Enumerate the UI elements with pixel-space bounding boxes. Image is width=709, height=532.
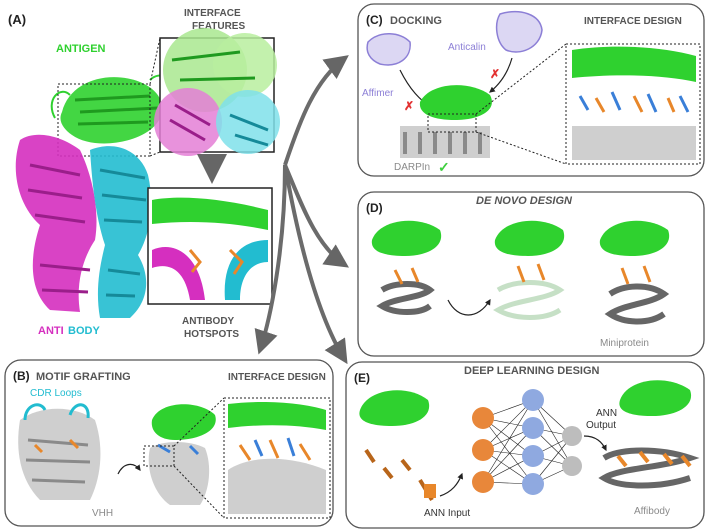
panel-b-zoom-box	[143, 445, 175, 467]
ann-output-label-1: ANN	[596, 408, 617, 419]
panel-e-output-arrow	[583, 435, 607, 452]
hidden-node-1	[522, 389, 544, 411]
neural-network	[472, 389, 582, 495]
antibody-hotspots-label-1: ANTIBODY	[182, 316, 235, 327]
antibody-hotspots-label-2: HOTSPOTS	[184, 329, 239, 340]
body-label: BODY	[68, 325, 100, 337]
hidden-node-2	[522, 417, 544, 439]
affimer-label: Affimer	[362, 88, 394, 99]
affimer-structure	[366, 33, 411, 66]
interface-features-inset	[154, 28, 280, 156]
ann-output-label-2: Output	[586, 420, 616, 431]
cross-icon-affimer: ✗	[404, 99, 414, 113]
panel-d-letter: (D)	[366, 201, 383, 215]
arrow-to-e	[283, 164, 348, 365]
panel-b-design-inset	[223, 397, 331, 519]
vhh-label: VHH	[92, 508, 113, 519]
darpin-antigen-complex	[400, 85, 492, 158]
vhh-antigen-complex	[148, 404, 216, 505]
affibody-structure	[598, 380, 700, 489]
interface-features-label-1: INTERFACE	[184, 8, 241, 19]
panel-b-title: MOTIF GRAFTING	[36, 371, 131, 383]
panel-c: (C) DOCKING INTERFACE DESIGN Affimer ✗ A…	[357, 3, 705, 177]
panel-b-curved-arrow	[117, 463, 141, 475]
panel-c-design-label: INTERFACE DESIGN	[584, 16, 682, 27]
panel-a-letter: (A)	[8, 12, 26, 27]
anticalin-structure	[495, 10, 543, 53]
panel-e-letter: (E)	[354, 371, 370, 385]
antigen-structure	[50, 74, 170, 144]
arrow-to-b	[254, 164, 287, 355]
antibody-hotspots-inset	[147, 187, 273, 305]
panel-d-title: DE NOVO DESIGN	[476, 195, 573, 207]
hidden-node-3	[522, 445, 544, 467]
panel-c-title: DOCKING	[390, 15, 442, 27]
anticalin-label: Anticalin	[448, 42, 486, 53]
panel-b-letter: (B)	[13, 369, 30, 383]
arrow-to-d	[283, 164, 349, 268]
panel-b: (B) MOTIF GRAFTING CDR Loops INTERFACE D…	[4, 359, 334, 527]
panel-d: (D) DE NOVO DESIGN Miniprotein	[357, 191, 705, 357]
denovo-step-3	[599, 220, 670, 325]
input-node-3	[472, 471, 494, 493]
panel-c-letter: (C)	[366, 13, 383, 27]
panel-e: (E) DEEP LEARNING DESIGN ANN Input	[345, 361, 705, 529]
deep-learning-antigen-input	[359, 390, 436, 502]
anti-label: ANTI	[38, 325, 64, 337]
input-node-1	[472, 407, 494, 429]
antigen-label: ANTIGEN	[56, 43, 106, 55]
antibody-structure	[15, 134, 152, 318]
denovo-step-1	[371, 220, 442, 315]
denovo-step-2	[493, 220, 565, 320]
affibody-label: Affibody	[634, 506, 670, 517]
panel-c-zoom-box	[427, 113, 477, 133]
output-node-2	[562, 456, 582, 476]
cross-icon-anticalin: ✗	[490, 67, 500, 81]
input-node-2	[472, 439, 494, 461]
cdr-loops-label: CDR Loops	[30, 388, 82, 399]
panel-d-frame	[357, 191, 705, 357]
panel-a: (A) ANTIGEN INTERFACE FEATURES ANTI BODY	[8, 8, 280, 340]
output-node-1	[562, 426, 582, 446]
arrow-to-c	[283, 55, 349, 166]
vhh-structure	[18, 403, 101, 500]
panel-d-curved-arrow-1	[447, 298, 491, 316]
connector-arrows	[254, 55, 349, 365]
miniprotein-label: Miniprotein	[600, 338, 649, 349]
ann-input-label: ANN Input	[424, 508, 470, 519]
darpin-label: DARPIn	[394, 162, 430, 173]
panel-e-title: DEEP LEARNING DESIGN	[464, 365, 600, 377]
panel-e-input-arrow	[439, 472, 464, 497]
panel-c-design-inset	[565, 43, 701, 165]
interface-features-label-2: FEATURES	[192, 21, 245, 32]
hidden-node-4	[522, 473, 544, 495]
panel-b-design-label: INTERFACE DESIGN	[228, 372, 326, 383]
check-icon: ✓	[438, 159, 450, 175]
